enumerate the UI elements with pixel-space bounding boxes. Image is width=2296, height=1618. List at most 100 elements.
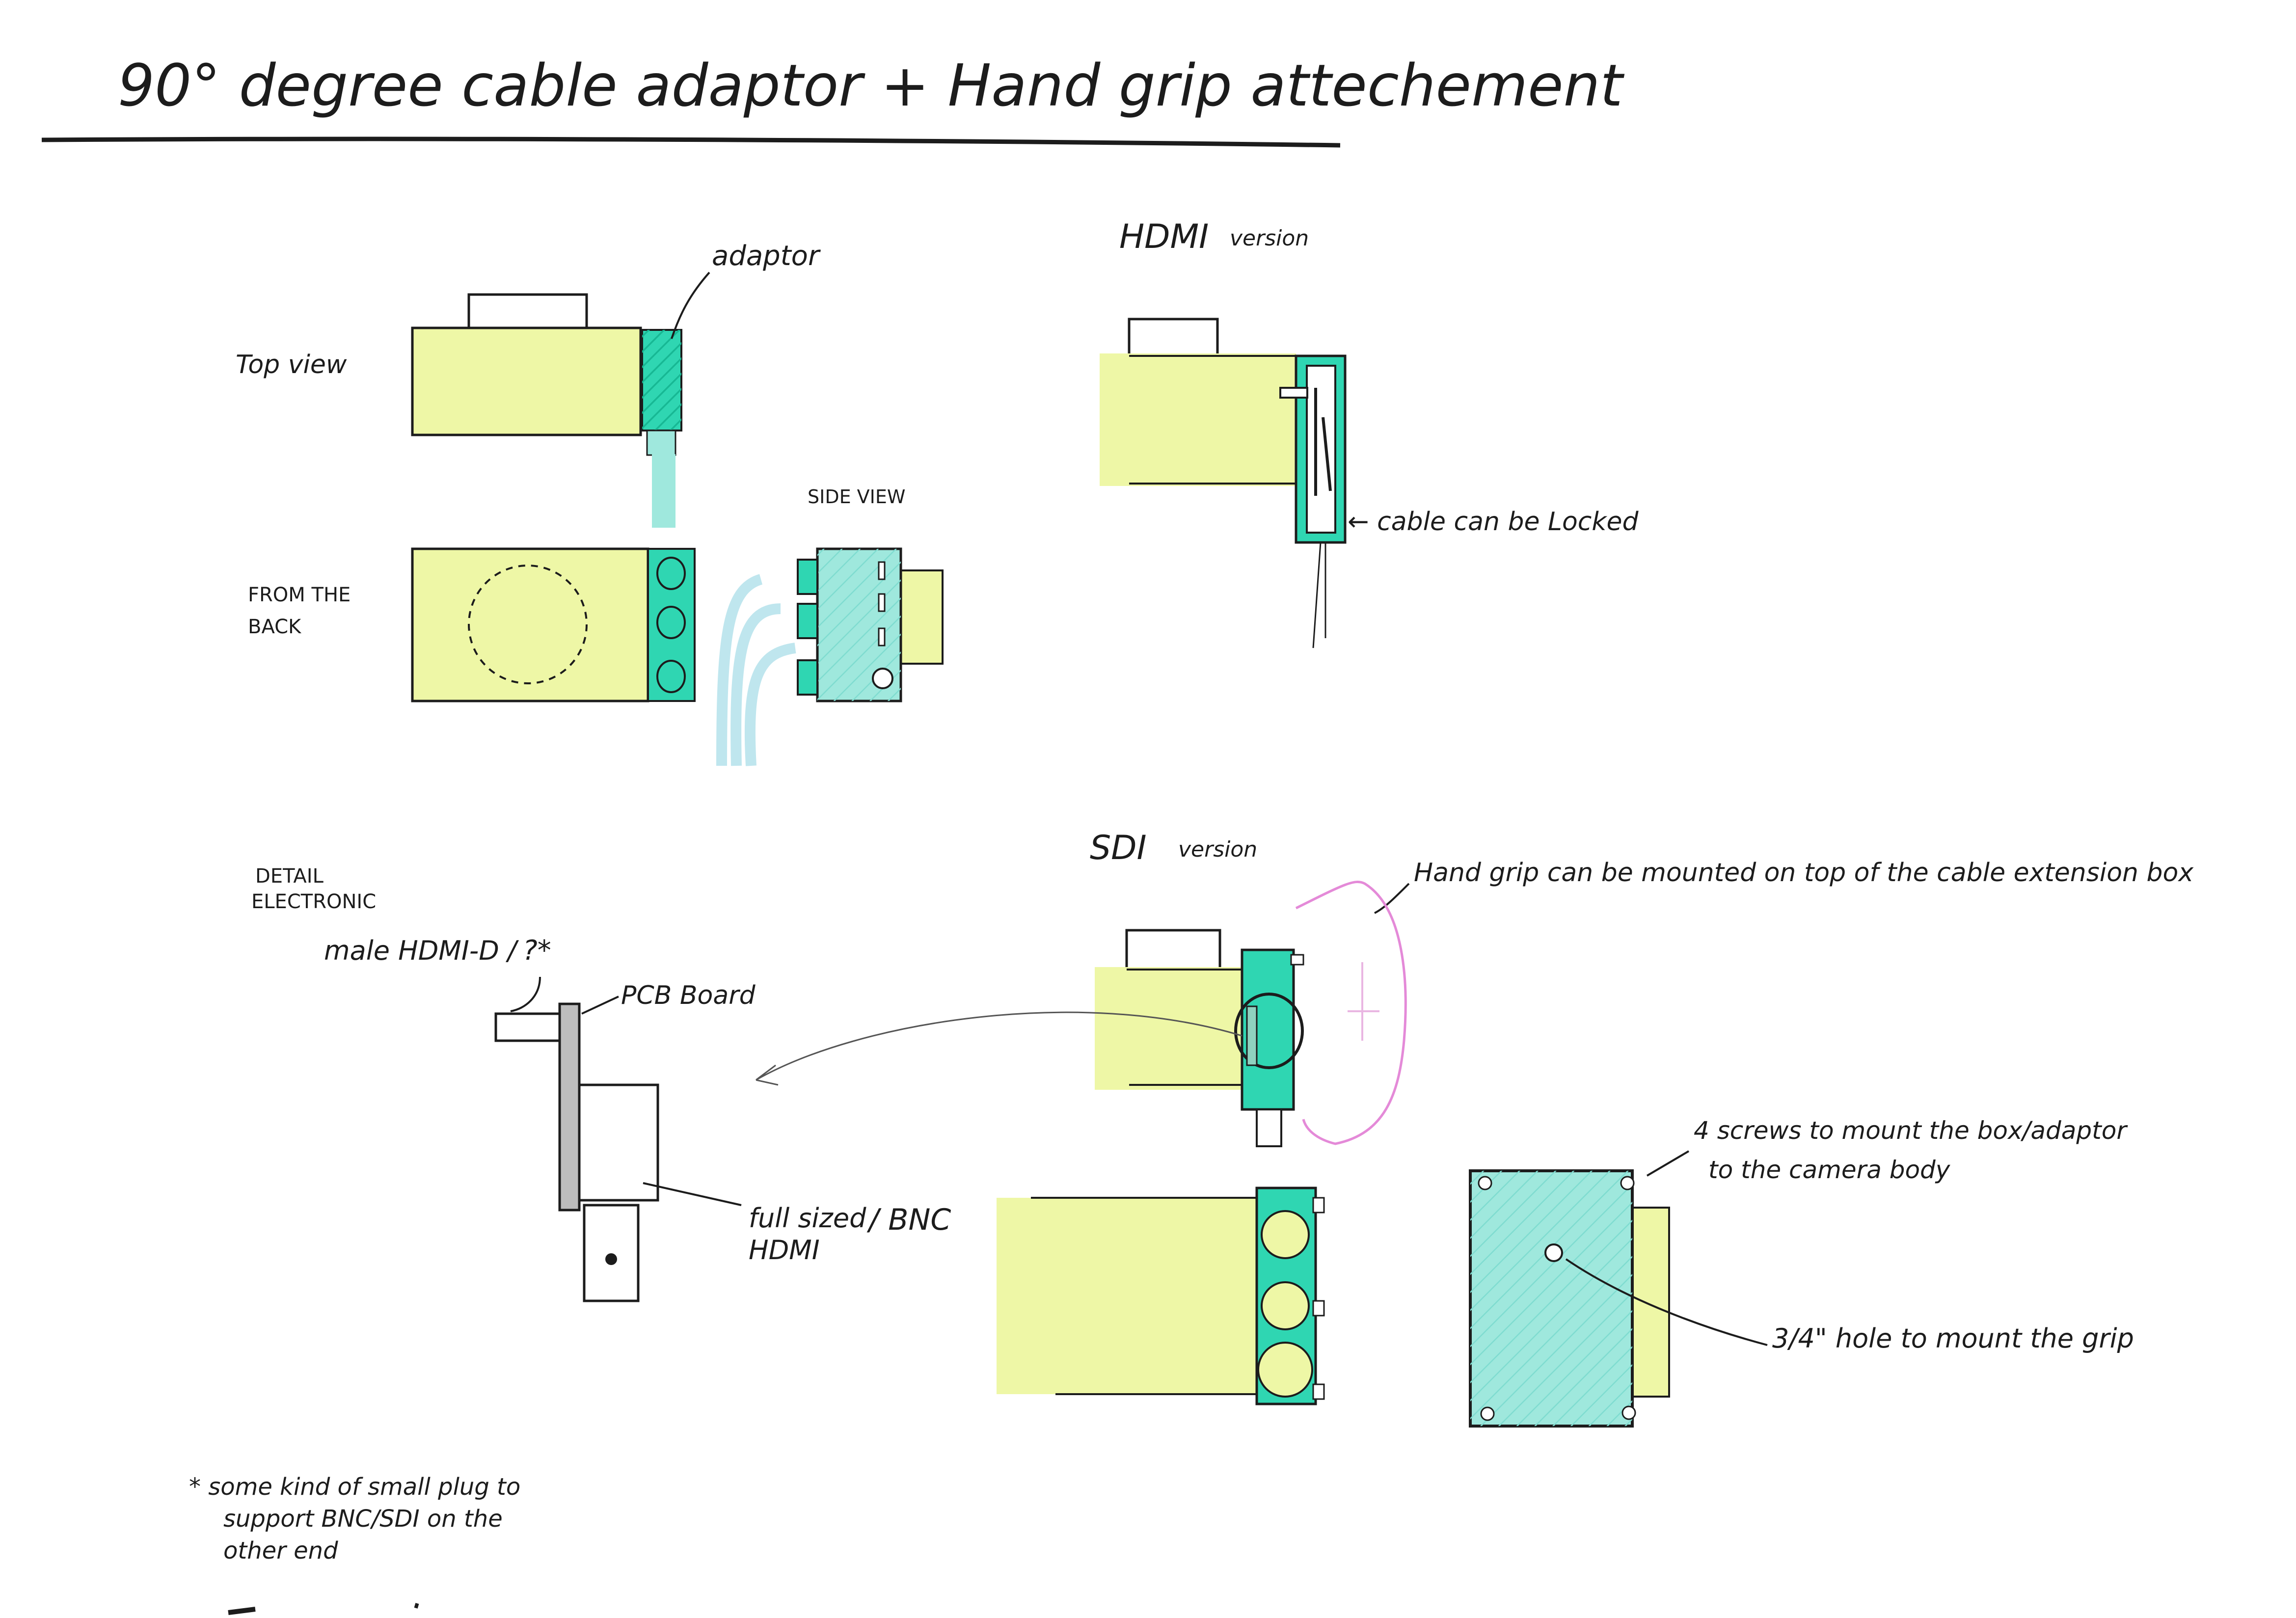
sdi-heading-main: SDI (1090, 829, 1147, 867)
back-view-connector-1 (656, 557, 686, 590)
hdmi-camera-body (1100, 353, 1296, 486)
pcb-leader (581, 996, 619, 1015)
sdi-detail-circle (1234, 993, 1304, 1069)
full-size-label-line2: HDMI (749, 1235, 820, 1266)
male-hdmi-label: male HDMI-D / (324, 935, 519, 966)
sdi-back-connector-3 (1257, 1342, 1313, 1398)
male-hdmi-plug (494, 1012, 561, 1042)
sdi-adaptor-plug-top (1290, 954, 1304, 966)
sdi-version-diagram: SDI version Hand grip can be mounted on … (756, 829, 2194, 1147)
top-view-camera-body (411, 326, 642, 436)
bnc-plug-stub (583, 1204, 640, 1302)
screws-leader (1646, 1150, 1690, 1177)
bnc-plug-hole (605, 1253, 617, 1265)
adaptor-label: adaptor (712, 240, 821, 272)
sdi-back-tab-3 (1312, 1383, 1325, 1400)
back-view-connector-3 (656, 660, 686, 693)
sdi-camera-lid (1125, 929, 1221, 971)
back-view-label-line2: BACK (248, 616, 302, 638)
bnc-label: / BNC (866, 1203, 951, 1237)
mount-plate-side (1629, 1207, 1670, 1398)
footnote-line3: other end (223, 1537, 338, 1564)
grip-leader (1374, 883, 1410, 914)
sdi-back-connector-1 (1261, 1210, 1310, 1259)
grip-note: Hand grip can be mounted on top of the c… (1414, 858, 2194, 888)
hdmi-cable (1312, 542, 1326, 648)
side-view-slot-1 (878, 561, 886, 580)
screws-note-line2: to the camera body (1708, 1156, 1951, 1184)
hdmi-heading-suffix: version (1230, 226, 1309, 251)
hdmi-version-diagram: HDMI version ← cable can be Locked (1100, 217, 1639, 648)
sdi-back-tab-2 (1312, 1300, 1325, 1317)
adaptor-leader-line (671, 271, 710, 339)
screw-top-right (1620, 1176, 1635, 1190)
back-view-diagram: FROM THE BACK (248, 547, 796, 766)
mount-plate-diagram: 4 screws to mount the box/adaptor to the… (1469, 1116, 2134, 1428)
sdi-back-tab-1 (1312, 1197, 1325, 1214)
mount-screws (1478, 1176, 1636, 1421)
side-view-plug-2 (797, 603, 818, 639)
pcb-board (558, 1002, 581, 1212)
hdmi-heading-main: HDMI (1119, 217, 1209, 256)
page-title: 90° degree cable adaptor + Hand grip att… (118, 52, 1624, 119)
screw-bottom-right (1621, 1405, 1636, 1420)
sdi-back-camera-outline (1031, 1197, 1257, 1395)
sdi-camera-body (1095, 967, 1242, 1090)
footnote-block: * some kind of small plug to support BNC… (189, 1473, 520, 1615)
sdi-back-connector-2 (1261, 1281, 1310, 1330)
side-view-diagram: SIDE VIEW (797, 486, 944, 702)
pcb-board-label: PCB Board (621, 981, 756, 1010)
back-view-lens-outline (468, 565, 588, 684)
full-size-hdmi-socket (578, 1083, 659, 1202)
detail-heading-line2: ELECTRONIC (251, 890, 376, 913)
hdmi-adaptor-inner (1306, 365, 1336, 534)
grip-outline (1295, 881, 1407, 1145)
sdi-back-view (997, 1187, 1325, 1405)
mount-plate-hatch (1470, 1171, 1632, 1426)
sdi-camera-outline (1127, 969, 1242, 1086)
footnote-line1: * some kind of small plug to (189, 1473, 520, 1501)
full-size-label-line1: full sized (749, 1203, 866, 1234)
sdi-back-camera-body (997, 1198, 1257, 1394)
top-view-label: Top view (236, 350, 347, 379)
screw-bottom-left (1480, 1406, 1495, 1421)
side-view-screw-hole (872, 668, 893, 689)
hdmi-locked-note: ← cable can be Locked (1348, 507, 1639, 537)
hole-note: 3/4" hole to mount the grip (1772, 1323, 2134, 1354)
detail-arrow-head (756, 1064, 779, 1086)
top-view-diagram: Top view adaptor (236, 240, 821, 528)
hdmi-camera-lid (1128, 318, 1219, 357)
title-block: 90° degree cable adaptor + Hand grip att… (41, 52, 1624, 148)
side-view-label: SIDE VIEW (808, 486, 905, 508)
question-mark-note: ?* (523, 935, 551, 967)
footnote-line2: support BNC/SDI on the (223, 1505, 503, 1533)
male-hdmi-leader (510, 976, 541, 1012)
side-view-slot-3 (878, 627, 886, 647)
side-view-slot-2 (878, 593, 886, 612)
hdmi-plug (1279, 387, 1308, 399)
screws-note-line1: 4 screws to mount the box/adaptor (1694, 1116, 2128, 1145)
back-view-connectors (656, 557, 686, 693)
top-view-adaptor-stub (646, 430, 676, 456)
back-view-label-line1: FROM THE (248, 584, 351, 606)
hdmi-camera-outline (1129, 355, 1296, 485)
detail-heading-line1: DETAIL (255, 865, 324, 888)
stray-mark-bottom (228, 1603, 419, 1615)
back-view-connector-2 (656, 606, 686, 639)
grip-mount-hole (1544, 1243, 1563, 1262)
detail-arrow (756, 1011, 1243, 1081)
sdi-heading-suffix: version (1178, 837, 1257, 862)
full-size-leader (643, 1182, 742, 1206)
side-view-plug-1 (797, 559, 818, 595)
side-view-plug-3 (797, 659, 818, 696)
title-underline (41, 136, 1341, 148)
hdmi-inner-board (1314, 388, 1332, 496)
back-view-adaptor (647, 548, 696, 702)
hole-leader (1565, 1258, 1768, 1346)
screw-top-left (1478, 1176, 1492, 1190)
top-view-camera-lid (467, 293, 588, 331)
detail-electronic-diagram: DETAIL ELECTRONIC male HDMI-D / ?* PCB B… (251, 865, 951, 1302)
sdi-inner-board (1246, 1005, 1258, 1066)
top-view-cable (652, 454, 675, 528)
